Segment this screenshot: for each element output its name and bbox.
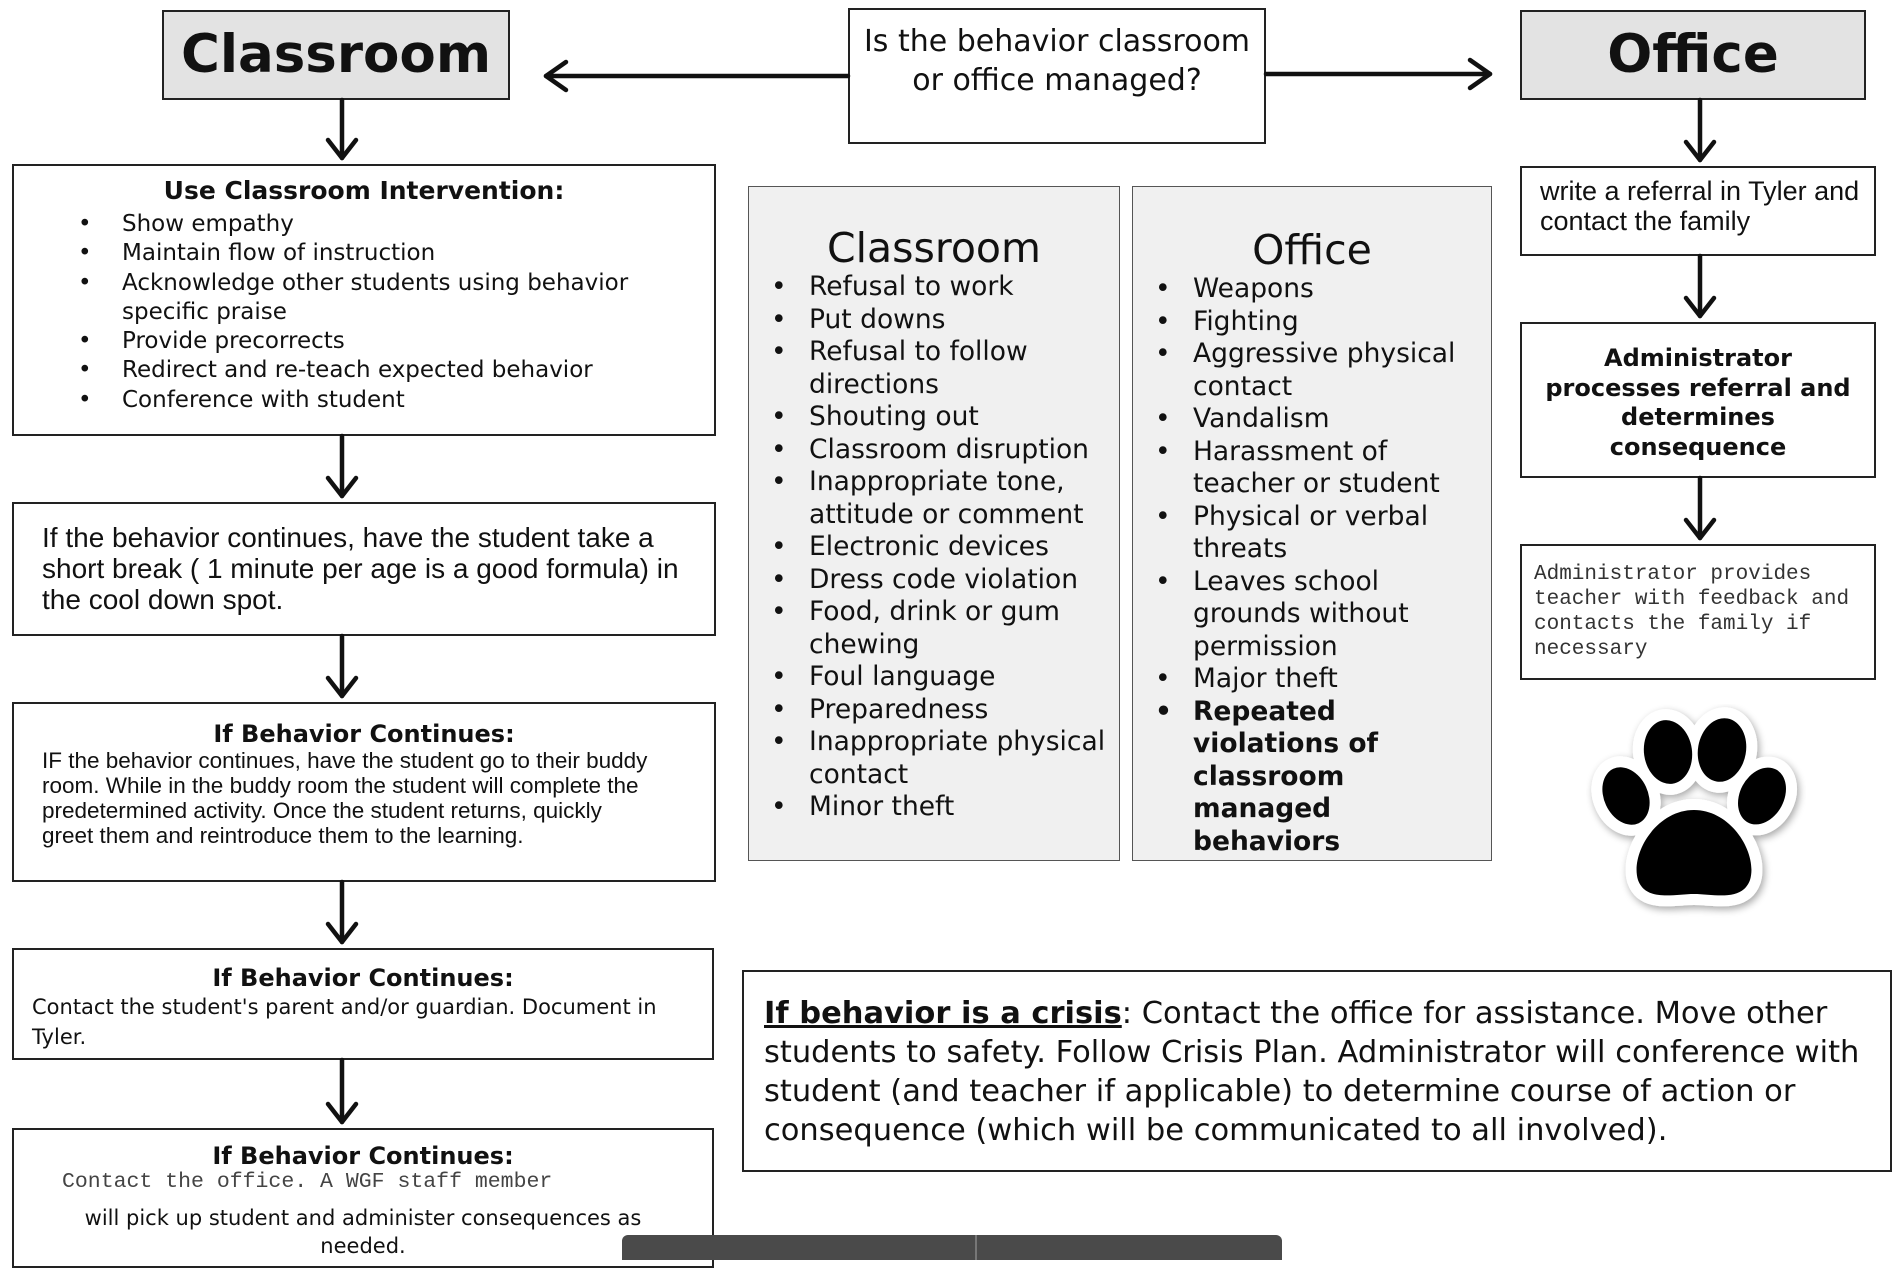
list-item: Foul language xyxy=(771,661,1113,694)
list-item: Repeated violations of classroom managed… xyxy=(1155,696,1485,859)
decision-question: Is the behavior classroom or office mana… xyxy=(848,8,1266,144)
list-item: Inappropriate physical contact xyxy=(771,726,1113,791)
classroom-behavior-list: Refusal to work Put downs Refusal to fol… xyxy=(771,271,1113,824)
buddy-room-text: IF the behavior continues, have the stud… xyxy=(42,748,648,848)
list-item: Major theft xyxy=(1155,663,1485,696)
admin-process-box: Administrator processes referral and det… xyxy=(1520,322,1876,478)
referral-box: write a referral in Tyler and contact th… xyxy=(1520,166,1876,256)
office-category-box: Office Weapons Fighting Aggressive physi… xyxy=(1132,186,1492,861)
list-item: Weapons xyxy=(1155,273,1485,306)
contact-office-line2: will pick up student and administer cons… xyxy=(84,1206,642,1258)
list-item: Vandalism xyxy=(1155,403,1485,436)
contact-parent-box: If Behavior Continues: Contact the stude… xyxy=(12,948,714,1060)
classroom-intervention-box: Use Classroom Intervention: Show empathy… xyxy=(12,164,716,436)
list-item: Maintain flow of instruction xyxy=(78,239,706,269)
list-item: Acknowledge other students using behavio… xyxy=(78,269,706,328)
list-item: Food, drink or gum chewing xyxy=(771,596,1113,661)
office-category-title: Office xyxy=(1252,226,1372,274)
office-header: Office xyxy=(1520,10,1866,100)
classroom-header: Classroom xyxy=(162,10,510,100)
contact-parent-title: If Behavior Continues: xyxy=(212,964,514,992)
list-item: Harassment of teacher or student xyxy=(1155,436,1485,501)
list-item: Conference with student xyxy=(78,386,706,416)
short-break-box: If the behavior continues, have the stud… xyxy=(12,502,716,636)
crisis-box: If behavior is a crisis: Contact the off… xyxy=(742,970,1892,1172)
crisis-text: : Contact the office for assistance. Mov… xyxy=(764,996,1860,1148)
intervention-title: Use Classroom Intervention: xyxy=(163,176,565,205)
list-item: Classroom disruption xyxy=(771,434,1113,467)
list-item: Redirect and re-teach expected behavior xyxy=(78,356,706,386)
list-item: Leaves school grounds without permission xyxy=(1155,566,1485,664)
buddy-room-box: If Behavior Continues: IF the behavior c… xyxy=(12,702,716,882)
admin-feedback-text: Administrator provides teacher with feed… xyxy=(1534,563,1850,661)
list-item: Minor theft xyxy=(771,791,1113,824)
bottom-toolbar xyxy=(622,1235,1282,1260)
contact-parent-text: Contact the student's parent and/or guar… xyxy=(32,995,657,1049)
list-item: Physical or verbal threats xyxy=(1155,501,1485,566)
list-item: Refusal to work xyxy=(771,271,1113,304)
referral-text: write a referral in Tyler and contact th… xyxy=(1540,176,1860,236)
list-item: Refusal to follow directions xyxy=(771,336,1113,401)
list-item: Show empathy xyxy=(78,210,706,240)
list-item: Fighting xyxy=(1155,306,1485,339)
classroom-category-title: Classroom xyxy=(827,224,1041,272)
list-item: Shouting out xyxy=(771,401,1113,434)
list-item: Preparedness xyxy=(771,694,1113,727)
buddy-room-title: If Behavior Continues: xyxy=(213,720,515,748)
admin-feedback-box: Administrator provides teacher with feed… xyxy=(1520,544,1876,680)
list-item: Electronic devices xyxy=(771,531,1113,564)
list-item: Dress code violation xyxy=(771,564,1113,597)
list-item: Provide precorrects xyxy=(78,327,706,357)
office-behavior-list: Weapons Fighting Aggressive physical con… xyxy=(1155,273,1485,859)
crisis-lead: If behavior is a crisis xyxy=(764,996,1122,1031)
contact-office-line1: Contact the office. A WGF staff member xyxy=(62,1170,553,1194)
list-item: Inappropriate tone, attitude or comment xyxy=(771,466,1113,531)
toolbar-divider xyxy=(975,1235,977,1260)
paw-print-icon xyxy=(1591,707,1797,907)
short-break-text: If the behavior continues, have the stud… xyxy=(42,522,679,615)
list-item: Put downs xyxy=(771,304,1113,337)
intervention-list: Show empathy Maintain flow of instructio… xyxy=(78,210,706,416)
admin-process-text: Administrator processes referral and det… xyxy=(1545,344,1851,461)
contact-office-box: If Behavior Continues: Contact the offic… xyxy=(12,1128,714,1268)
classroom-category-box: Classroom Refusal to work Put downs Refu… xyxy=(748,186,1120,861)
contact-office-title: If Behavior Continues: xyxy=(212,1142,514,1170)
list-item: Aggressive physical contact xyxy=(1155,338,1485,403)
